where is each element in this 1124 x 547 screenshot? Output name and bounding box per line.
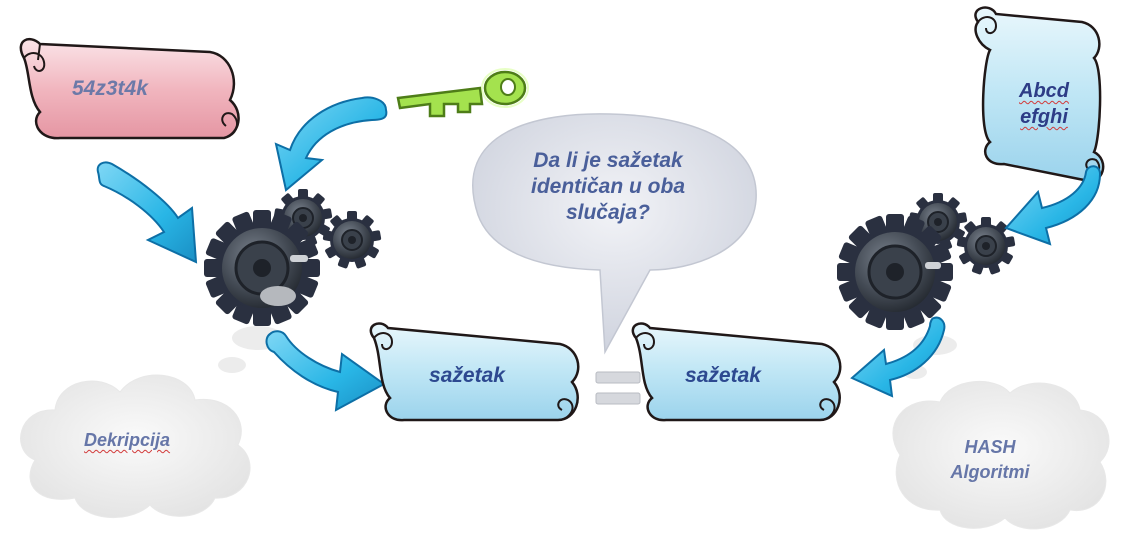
hash-algorithms-cloud [893,335,1109,529]
arrow-encrypted-to-gears [98,162,196,262]
plaintext-line-1: Abcd [1014,80,1074,103]
hash-label-line-1: HASH [930,437,1050,458]
equals-sign [596,372,640,404]
decryption-gears-icon [204,189,381,326]
arrow-gears-to-left-digest [267,331,384,410]
decryption-label: Dekripcija [84,430,170,451]
arrow-plaintext-to-gears [1006,166,1100,244]
hash-gears-icon [837,193,1015,330]
plaintext-line-2: efghi [1014,106,1074,129]
hash-label-line-2: Algoritmi [930,462,1050,483]
question-text: Da li je sažetak identičan u oba slučaja… [488,148,728,226]
encrypted-text-label: 54z3t4k [72,77,148,101]
key-icon [398,69,528,116]
digest-left-label: sažetak [412,364,522,388]
decryption-cloud [21,326,284,518]
digest-right-label: sažetak [668,364,778,388]
arrow-key-to-gears [276,98,386,191]
